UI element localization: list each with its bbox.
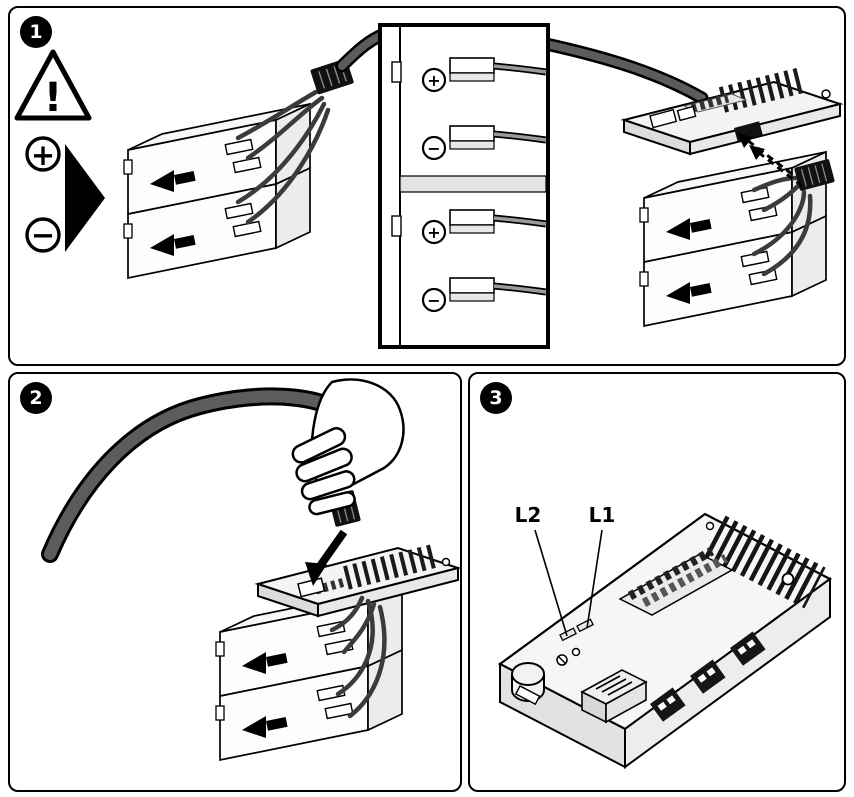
battery-wires-right <box>751 175 813 277</box>
plus-polarity-icon: + <box>25 136 61 172</box>
terminal-wire <box>493 64 547 74</box>
control-board <box>620 67 844 156</box>
mounting-hole <box>821 89 831 99</box>
terminal-negative: − <box>421 125 547 161</box>
svg-text:−: − <box>427 139 440 158</box>
svg-text:−: − <box>427 291 440 310</box>
step-badge: 1 <box>20 16 52 48</box>
panel-step-2: 2 <box>8 372 462 792</box>
panel-step-3: 3 <box>468 372 846 792</box>
led-label-l1: L1 <box>589 503 616 527</box>
faston-connector <box>449 125 495 142</box>
panel-step-1: 1 ! + − <box>8 6 846 366</box>
step2-illustration <box>41 378 460 761</box>
terminal-positive: + <box>421 57 547 93</box>
leader-line-l1 <box>586 529 603 629</box>
insertion-arrow-icon <box>305 529 348 586</box>
battery-wires-left <box>235 89 331 225</box>
polarity-order-arrow-icon <box>65 144 105 252</box>
warning-mark: ! <box>44 75 62 121</box>
faston-connector <box>449 209 495 226</box>
battery-plug-connector <box>794 159 835 191</box>
screws <box>556 647 581 666</box>
svg-text:+: + <box>427 223 440 242</box>
battery-gap <box>399 175 547 193</box>
leader-line-l2 <box>534 529 568 637</box>
heat-sink <box>704 515 826 609</box>
faston-connector <box>449 277 495 294</box>
terminal-positive: + <box>421 209 547 245</box>
terminal-block <box>690 93 730 113</box>
board-socket <box>297 577 326 598</box>
mounting-hole <box>441 557 451 567</box>
power-supply-unit <box>497 512 833 769</box>
terminal-wire <box>493 132 547 142</box>
terminal-block <box>314 576 350 595</box>
mounting-hole <box>705 521 715 531</box>
side-connector <box>514 685 541 706</box>
led-l2 <box>559 627 577 642</box>
detail-inset: + − + <box>378 23 550 349</box>
insertion-dashed-arrows <box>737 133 803 188</box>
step3-illustration: L2 L1 <box>497 503 833 769</box>
terminal-negative: − <box>421 277 547 313</box>
heat-sink <box>718 67 806 113</box>
step1-illustration: ! + − <box>14 23 844 349</box>
terminal-wire <box>493 216 547 226</box>
step-badge: 3 <box>480 382 512 414</box>
step-badge: 2 <box>20 382 52 414</box>
battery-wires <box>329 595 387 719</box>
transformer <box>580 669 648 724</box>
control-board <box>254 544 460 618</box>
minus-polarity-icon: − <box>25 217 61 253</box>
terminal-wire <box>493 284 547 294</box>
terminal-block <box>618 547 734 616</box>
led-l1 <box>576 618 594 633</box>
hand <box>291 378 405 516</box>
svg-text:+: + <box>427 71 440 90</box>
led-label-l2: L2 <box>515 503 542 527</box>
svg-text:+: + <box>31 138 55 172</box>
svg-text:−: − <box>31 218 55 252</box>
output-sockets <box>650 631 766 722</box>
faston-connector <box>449 57 495 74</box>
warning-triangle-icon: ! <box>14 49 92 121</box>
mounting-hole <box>781 572 795 586</box>
